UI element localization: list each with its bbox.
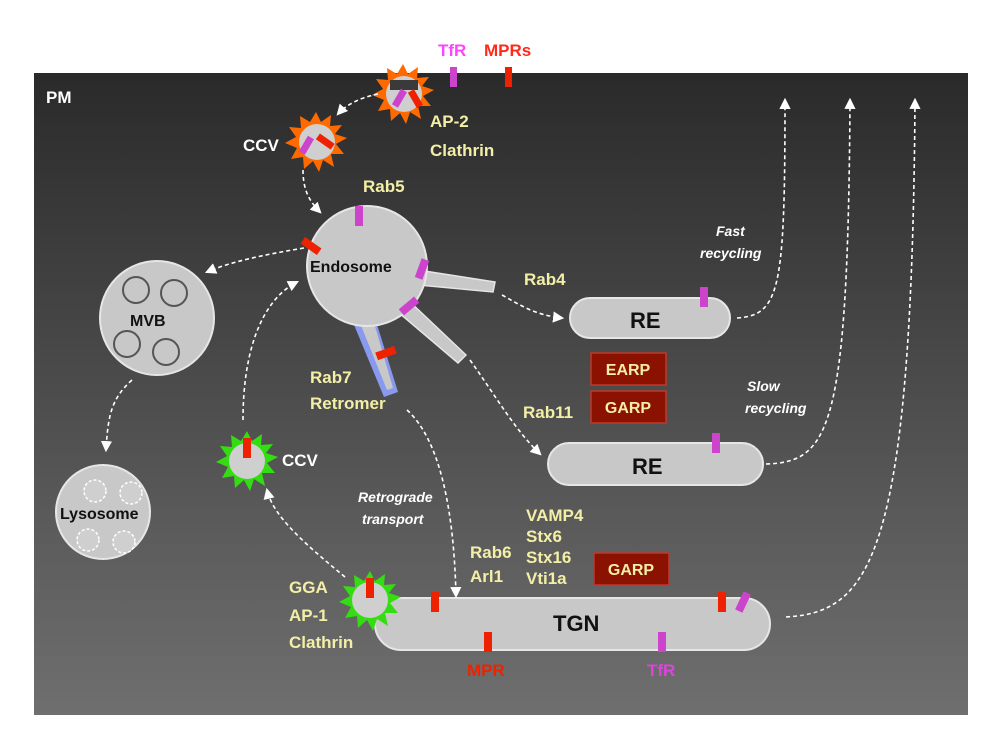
- mvb-label: MVB: [130, 313, 166, 330]
- garp-tgn-box: [593, 552, 670, 586]
- ccv-left-label: CCV: [282, 451, 319, 470]
- re-fast-recycling: [569, 297, 731, 339]
- re-slow-recycling: [547, 442, 764, 486]
- rab11-label: Rab11: [523, 403, 573, 422]
- ccv-top-label: CCV: [243, 136, 280, 155]
- mprs-top-label: MPRs: [484, 41, 531, 60]
- tgn: [374, 591, 771, 652]
- clathrin-top-label: Clathrin: [430, 141, 494, 160]
- clathrin-bottom-label: Clathrin: [289, 633, 353, 652]
- re-fast-label: RE: [630, 308, 661, 333]
- rab6-label: Rab6: [470, 543, 512, 562]
- re-fast-tfr: [700, 287, 708, 307]
- tfr-receptor-top: [450, 67, 457, 87]
- fast-recycling-label-1: Fast: [716, 223, 746, 239]
- budding-ccv-pm: [372, 64, 434, 124]
- garp-re-box: [590, 390, 667, 424]
- tgn-budding-ccv: [339, 571, 401, 631]
- earp-box: [590, 352, 667, 386]
- vamp4-label: VAMP4: [526, 506, 584, 525]
- pm-label: PM: [46, 88, 72, 107]
- lysosome-label: Lysosome: [60, 506, 139, 523]
- re-slow-label: RE: [632, 454, 663, 479]
- tgn-label: TGN: [553, 611, 599, 636]
- rab7-label: Rab7: [310, 368, 352, 387]
- retromer-label: Retromer: [310, 394, 386, 413]
- pathway-arrows: [100, 93, 921, 618]
- rab5-label: Rab5: [363, 177, 405, 196]
- mpr-bottom-label: MPR: [467, 661, 505, 680]
- tfr-bottom-label: TfR: [647, 661, 675, 680]
- re-slow-tfr: [712, 433, 720, 453]
- mvb: [99, 260, 215, 376]
- endosome: [300, 205, 496, 397]
- fast-recycling-label-2: recycling: [700, 245, 762, 261]
- lysosome: [55, 464, 151, 560]
- ap2-label: AP-2: [430, 112, 469, 131]
- arl1-label: Arl1: [470, 567, 503, 586]
- ccv-orange: [285, 112, 347, 172]
- ap1-label: AP-1: [289, 606, 328, 625]
- slow-recycling-label-2: recycling: [745, 400, 807, 416]
- mpr-receptor-top: [505, 67, 512, 87]
- retrograde-label-1: Retrograde: [358, 489, 433, 505]
- gga-label: GGA: [289, 578, 328, 597]
- slow-recycling-label-1: Slow: [747, 378, 781, 394]
- vti1a-label: Vti1a: [526, 569, 567, 588]
- endosome-label: Endosome: [310, 259, 392, 276]
- retrograde-label-2: transport: [362, 511, 425, 527]
- ccv-green: [216, 431, 278, 491]
- earp-label: EARP: [606, 362, 651, 379]
- stx16-label: Stx16: [526, 548, 571, 567]
- garp-tgn-label: GARP: [608, 562, 655, 579]
- stx6-label: Stx6: [526, 527, 562, 546]
- rab4-label: Rab4: [524, 270, 566, 289]
- garp-re-label: GARP: [605, 400, 652, 417]
- tfr-top-label: TfR: [438, 41, 466, 60]
